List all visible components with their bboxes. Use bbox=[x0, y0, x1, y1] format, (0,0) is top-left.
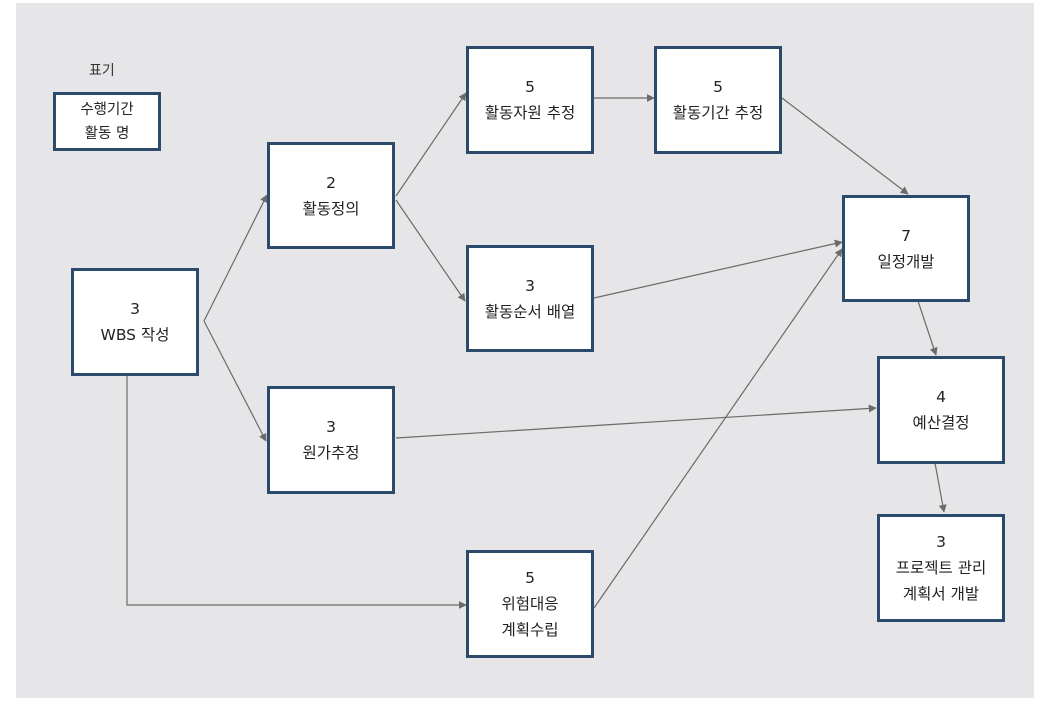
arrow-budget-to-plan bbox=[934, 462, 947, 513]
node-wbs-name: WBS 작성 bbox=[100, 326, 170, 344]
legend-box: 수행기간 활동 명 bbox=[53, 92, 161, 151]
arrow-wbs-to-risk bbox=[126, 375, 467, 609]
node-risk-name-line1: 위험대응 bbox=[501, 595, 559, 613]
arrow-risk-to-schedule bbox=[593, 248, 843, 609]
arrow-activity-to-sequence bbox=[395, 199, 466, 302]
arrow-wbs-to-cost bbox=[203, 320, 267, 442]
node-duration-estimate: 5 활동기간 추정 bbox=[654, 46, 782, 154]
node-activity-duration: 2 bbox=[326, 173, 336, 192]
node-cost-duration: 3 bbox=[326, 418, 336, 436]
node-activity-definition: 2 활동정의 bbox=[267, 142, 395, 249]
node-schedule-development: 7 일정개발 bbox=[842, 195, 970, 302]
node-schedule-duration: 7 bbox=[901, 226, 911, 245]
node-cost-estimate: 3 원가추정 bbox=[267, 386, 395, 494]
node-plan-name-line2: 계획서 개발 bbox=[902, 585, 980, 603]
arrow-wbs-to-activity bbox=[203, 194, 268, 322]
arrow-schedule-to-budget bbox=[917, 300, 938, 356]
node-cost-name: 원가추정 bbox=[302, 444, 360, 462]
arrow-activity-to-resource bbox=[395, 92, 467, 197]
legend-duration-label: 수행기간 bbox=[80, 101, 134, 118]
node-budget-duration: 4 bbox=[936, 388, 946, 406]
node-sequence-name: 활동순서 배열 bbox=[484, 302, 576, 321]
node-budget: 4 예산결정 bbox=[877, 356, 1005, 464]
node-period-name: 활동기간 추정 bbox=[672, 104, 764, 122]
arrow-period-to-schedule bbox=[781, 97, 909, 195]
node-risk-response: 5 위험대응 계획수립 bbox=[466, 550, 594, 658]
node-activity-name: 활동정의 bbox=[302, 199, 360, 218]
node-period-duration: 5 bbox=[713, 78, 723, 96]
arrow-cost-to-budget bbox=[395, 404, 877, 439]
node-risk-duration: 5 bbox=[525, 569, 535, 587]
legend-title: 표기 bbox=[89, 63, 115, 79]
node-resource-name: 활동자원 추정 bbox=[484, 104, 576, 122]
node-wbs: 3 WBS 작성 bbox=[71, 268, 199, 376]
legend-activity-label: 활동 명 bbox=[84, 125, 130, 142]
arrow-sequence-to-schedule bbox=[593, 239, 843, 299]
node-plan-name-line1: 프로젝트 관리 bbox=[895, 559, 987, 577]
node-risk-name-line2: 계획수립 bbox=[501, 621, 559, 639]
node-sequence: 3 활동순서 배열 bbox=[466, 245, 594, 352]
node-resource-duration: 5 bbox=[525, 78, 535, 96]
node-budget-name: 예산결정 bbox=[912, 414, 970, 432]
node-sequence-duration: 3 bbox=[525, 276, 535, 295]
node-project-plan: 3 프로젝트 관리 계획서 개발 bbox=[877, 514, 1005, 622]
node-schedule-name: 일정개발 bbox=[877, 252, 935, 271]
node-wbs-duration: 3 bbox=[130, 300, 140, 318]
node-plan-duration: 3 bbox=[936, 533, 946, 551]
node-resource-estimate: 5 활동자원 추정 bbox=[466, 46, 594, 154]
